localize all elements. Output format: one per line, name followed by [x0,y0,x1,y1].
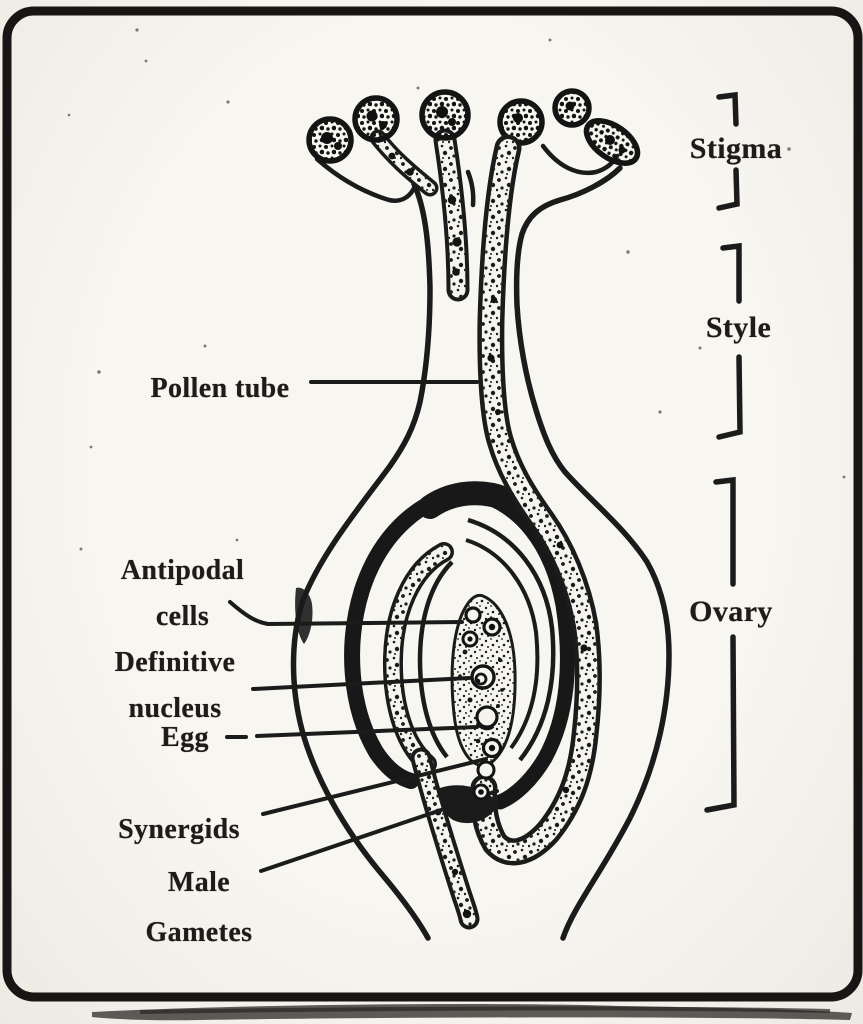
outer-integument-left [344,484,478,789]
inner-integument-arc [467,517,556,762]
label-male-gametes: Male Gametes [145,867,253,948]
bracket-style [716,242,743,440]
antipodal-cell [464,606,482,624]
pollen-tube-stub [369,128,470,302]
inner-integument-arc [417,560,454,759]
pistil-wall-right [513,165,672,941]
label-synergids: Synergids [118,814,240,845]
funiculus-band [410,747,480,930]
page-border [2,6,863,1021]
label-egg: Egg [161,722,209,753]
leader-antipodal-cells [228,600,464,627]
outer-integument-top [418,481,529,519]
stigma [306,88,641,302]
leader-egg [255,725,479,738]
outer-integument-right [462,484,575,810]
inner-integument-arc [465,538,540,750]
region-brackets [704,91,743,813]
label-stigma: Stigma [689,132,783,165]
bracket-stigma [716,91,740,211]
leader-synergids [261,757,488,816]
stigma-notch [465,169,476,208]
ovule [295,481,575,810]
pistil-wall [290,165,672,941]
label-definitive-nucleus: Definitive nucleus [114,647,236,724]
ink-specks [67,28,846,551]
nucellus-band [382,542,454,774]
label-antipodal-cells: Antipodal cells [120,555,245,632]
pollen-tube [470,134,602,866]
label-style: Style [705,311,772,344]
label-ovary: Ovary [689,595,773,628]
bracket-ovary [704,476,737,813]
pistil-wall-left [290,181,433,941]
ovary-wall-thickening [295,587,313,644]
synergid-cell [476,760,496,780]
leader-definitive-nucleus [251,676,471,691]
pollen-grains [306,88,641,166]
label-pollen-tube: Pollen tube [150,373,290,404]
stigma-lobe-outline-left [314,156,418,203]
